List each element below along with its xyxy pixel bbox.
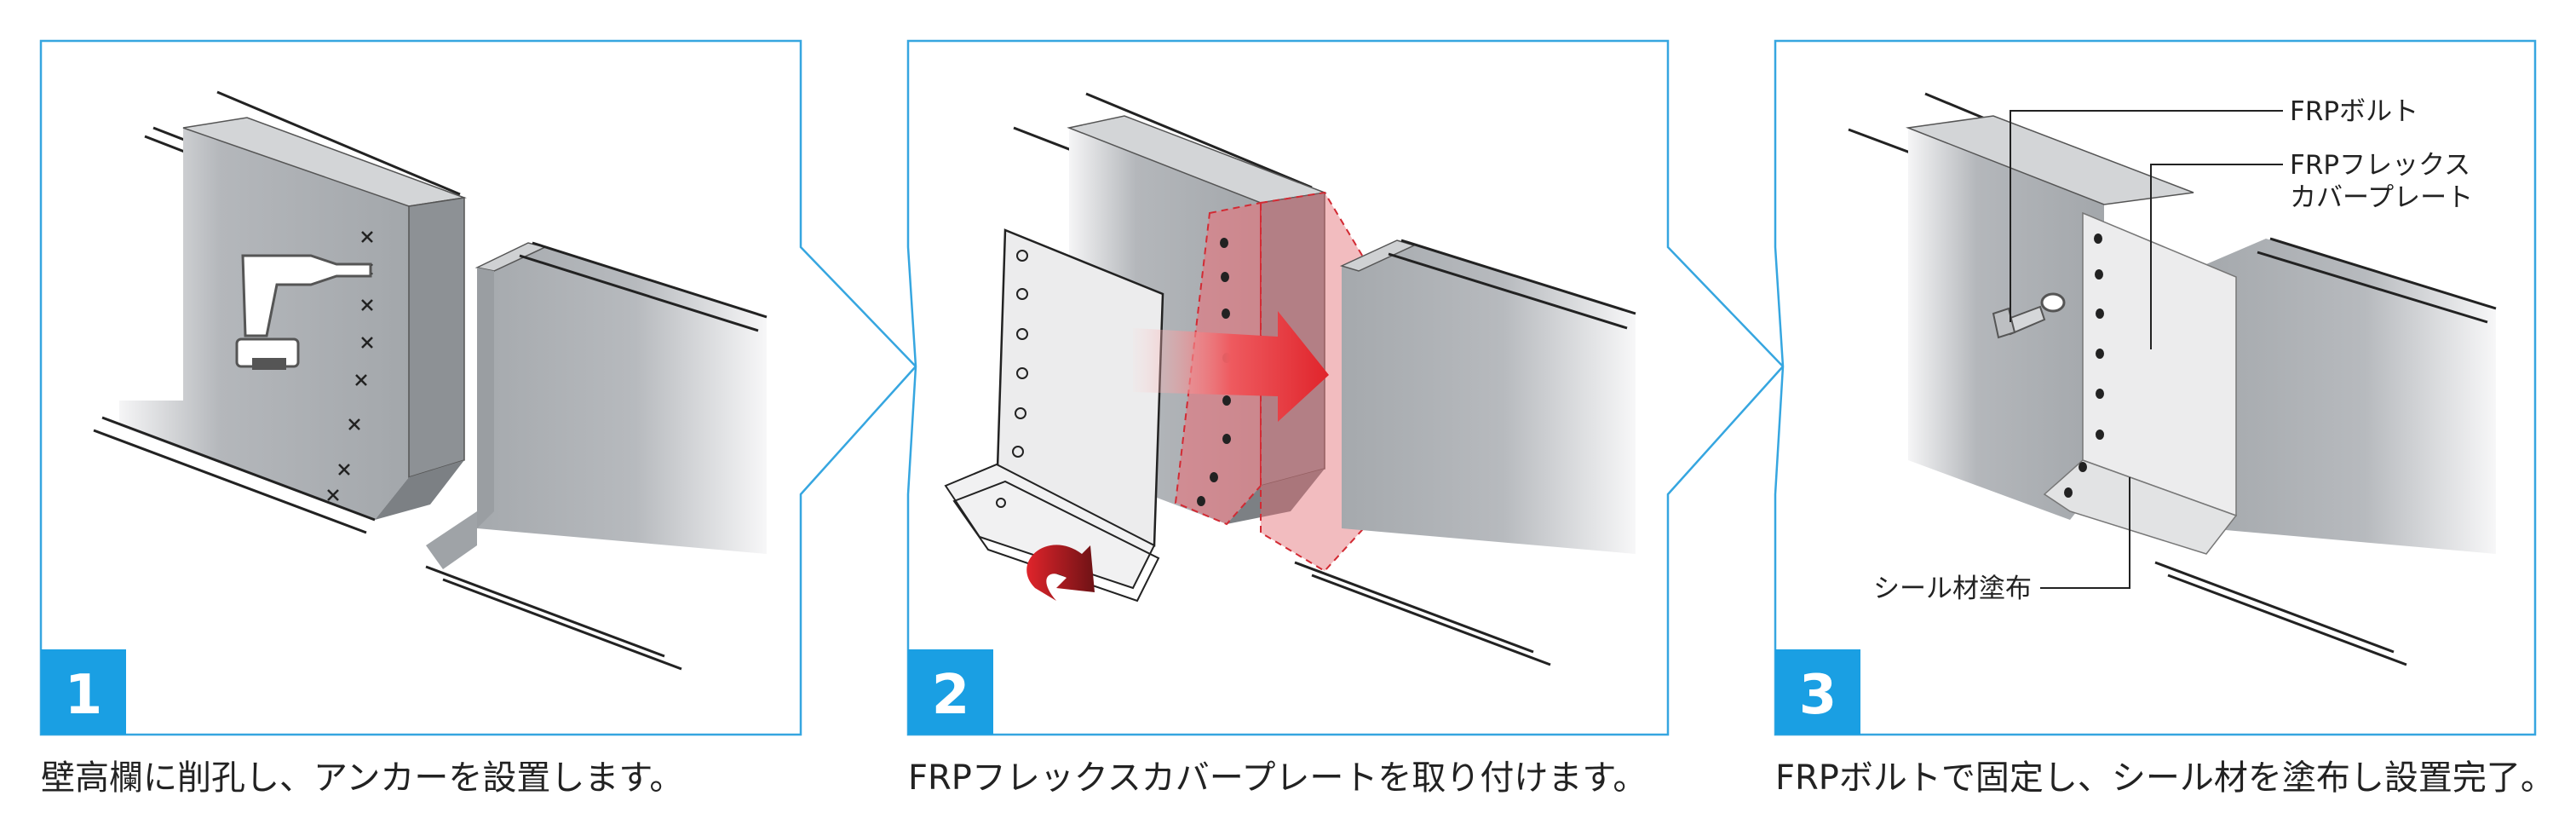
step-2-badge: 2 [908, 649, 993, 735]
step-1-badge: 1 [41, 649, 126, 735]
bolt-leader-line [2010, 110, 2283, 322]
step-2-illustration [944, 92, 1636, 666]
step-1-illustration [93, 90, 768, 671]
move-arrow-icon [1133, 311, 1329, 422]
cover-plate [944, 228, 1164, 602]
plate-label-line-2: カバープレート [2290, 182, 2473, 213]
step-2-number: 2 [932, 664, 970, 727]
drill-icon [235, 254, 372, 370]
plate-leader-line [2150, 164, 2283, 349]
step-2-panel: 2 [906, 39, 1785, 736]
step-3-illustration: FRPボルト FRPフレックス カバープレート シール材塗布 [1848, 92, 2497, 666]
step-1-number: 1 [65, 664, 103, 727]
plate-label-line-1: FRPフレックス [2290, 150, 2470, 181]
step-2-caption: FRPフレックスカバープレートを取り付けます。 [908, 758, 1647, 798]
bolt-holes [2064, 234, 2104, 498]
sealant-label: シール材塗布 [1873, 574, 2032, 604]
rotate-arrow-icon [1026, 545, 1095, 601]
step-1-panel: 1 [39, 39, 917, 736]
bolt-icon [1992, 305, 2046, 339]
sealant-leader-line [2040, 477, 2130, 589]
step-3-panel: FRPボルト FRPフレックス カバープレート シール材塗布 3 [1774, 39, 2537, 736]
washer-icon [2040, 292, 2066, 313]
bolt-label: FRPボルト [2290, 96, 2418, 127]
step-3-badge: 3 [1775, 649, 1860, 735]
step-3-caption: FRPボルトで固定し、シール材を塗布し設置完了。 [1775, 758, 2555, 798]
step-3-number: 3 [1799, 664, 1837, 727]
step-1-caption: 壁高欄に削孔し、アンカーを設置します。 [41, 758, 684, 798]
